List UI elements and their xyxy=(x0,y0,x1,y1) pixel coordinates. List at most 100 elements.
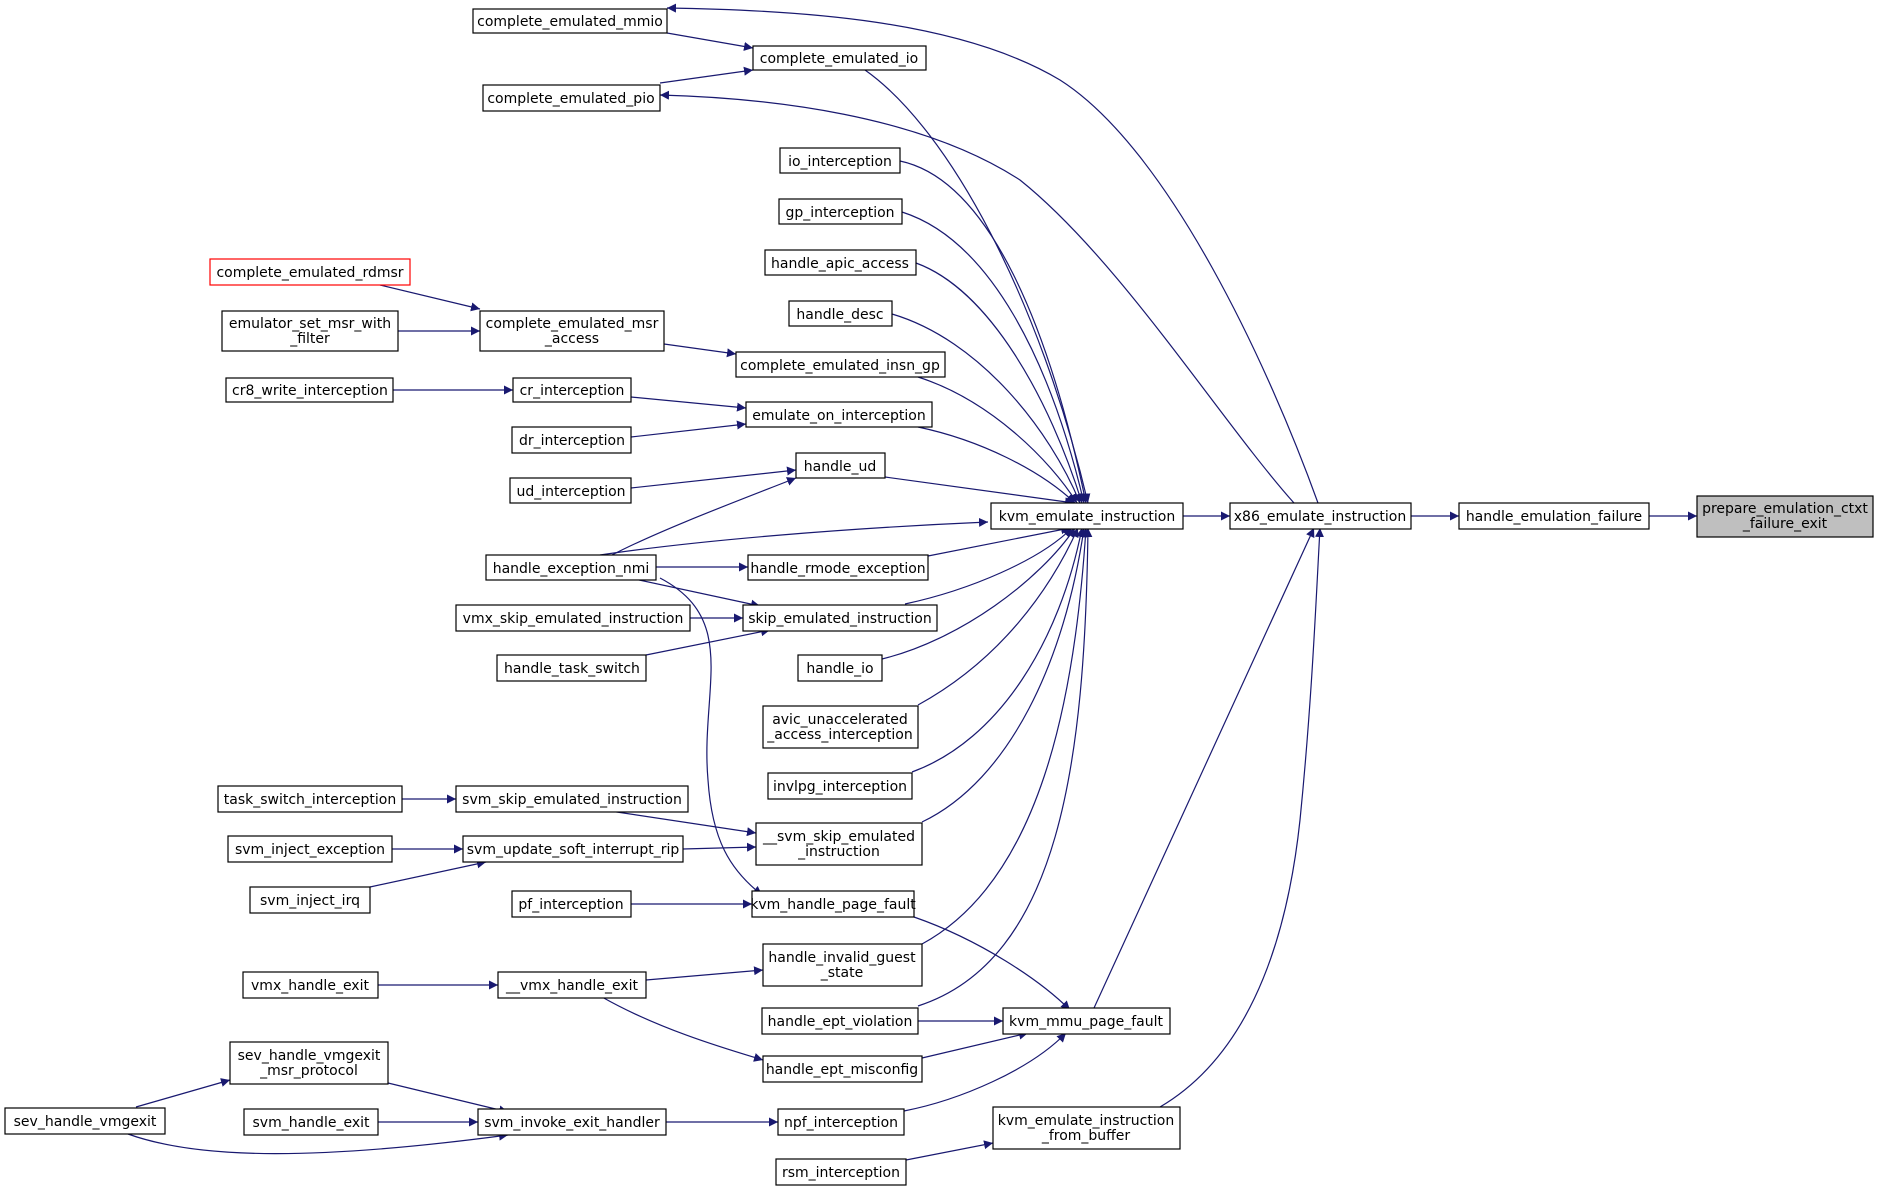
node-handle-rmode-exception[interactable]: handle_rmode_exception xyxy=(747,554,929,581)
node-task-switch-interception[interactable]: task_switch_interception xyxy=(217,785,403,813)
node-vmx-handle-exit[interactable]: vmx_handle_exit xyxy=(242,971,379,999)
node-label-line-2: _failure_exit xyxy=(1742,516,1828,532)
node-label: kvm_mmu_page_fault xyxy=(1009,1014,1163,1030)
node-label: handle_ept_misconfig xyxy=(766,1062,918,1078)
node-label: cr8_write_interception xyxy=(232,383,388,399)
node-handle-io[interactable]: handle_io xyxy=(797,654,883,682)
node-label: complete_emulated_insn_gp xyxy=(740,358,940,374)
edge-sevvmg-to-invoke xyxy=(127,1131,509,1155)
node-cr8-write-interception[interactable]: cr8_write_interception xyxy=(225,377,394,403)
edge-misconfig-to-mmu xyxy=(921,1030,1029,1059)
node-svm-skip-emulated-instruction[interactable]: svm_skip_emulated_instruction xyxy=(455,785,689,813)
node-kvm-mmu-page-fault[interactable]: kvm_mmu_page_fault xyxy=(1002,1007,1171,1035)
node-avic-unaccelerated-access-interception[interactable]: avic_unaccelerated _access_interception xyxy=(762,705,919,749)
edge-eptviol-to-kei xyxy=(917,527,1093,1007)
node-label-line-2: _filter xyxy=(289,331,330,347)
node-complete-emulated-pio[interactable]: complete_emulated_pio xyxy=(482,84,661,112)
node-prepare-emulation-ctxt-failure-exit[interactable]: prepare_emulation_ctxt _failure_exit xyxy=(1696,495,1874,538)
node-handle-desc[interactable]: handle_desc xyxy=(788,300,893,327)
node-label: pf_interception xyxy=(518,897,623,913)
node-sev-handle-vmgexit[interactable]: sev_handle_vmgexit xyxy=(4,1107,166,1135)
edge-__vmxhe-to-invguest xyxy=(645,966,764,981)
node-label-line-2: _instruction xyxy=(797,844,880,860)
node-label: cr_interception xyxy=(520,383,625,399)
node-dr-interception[interactable]: dr_interception xyxy=(511,426,632,454)
edge-dr-to-emulon xyxy=(630,420,747,438)
edge-iointc-to-kei xyxy=(899,160,1089,504)
node-__vmx-handle-exit[interactable]: __vmx_handle_exit xyxy=(497,971,647,999)
node-cr-interception[interactable]: cr_interception xyxy=(512,377,632,403)
node-complete-emulated-rdmsr[interactable]: complete_emulated_rdmsr xyxy=(209,258,411,286)
node-rsm-interception[interactable]: rsm_interception xyxy=(775,1158,907,1186)
node-handle-ept-violation[interactable]: handle_ept_violation xyxy=(761,1007,919,1035)
node-handle-ud[interactable]: handle_ud xyxy=(795,452,886,479)
node-label: dr_interception xyxy=(519,433,625,449)
edge-svmskip-to-__svmskip xyxy=(609,810,757,837)
edge-rdmsr-to-msracc xyxy=(379,284,481,312)
edge-invlpg-to-kei xyxy=(911,527,1085,773)
node-emulate-on-interception[interactable]: emulate_on_interception xyxy=(745,401,933,428)
node-invlpg-interception[interactable]: invlpg_interception xyxy=(767,772,913,800)
node-label: handle_ept_violation xyxy=(768,1014,913,1030)
node-label: vmx_skip_emulated_instruction xyxy=(463,611,684,627)
node-label: handle_emulation_failure xyxy=(1466,509,1642,525)
node-kvm-handle-page-fault[interactable]: kvm_handle_page_fault xyxy=(750,890,916,918)
node-label: vmx_handle_exit xyxy=(251,978,369,994)
node-__svm-skip-emulated-instruction[interactable]: __svm_skip_emulated _instruction xyxy=(755,822,923,866)
node-kvm-emulate-instruction[interactable]: kvm_emulate_instruction xyxy=(990,502,1184,530)
edge-sevvmg-to-sevmsr xyxy=(135,1078,231,1108)
edge-rmode-to-kei xyxy=(927,525,1071,557)
node-svm-invoke-exit-handler[interactable]: svm_invoke_exit_handler xyxy=(477,1108,667,1136)
node-handle-task-switch[interactable]: handle_task_switch xyxy=(496,654,647,682)
node-npf-interception[interactable]: npf_interception xyxy=(777,1108,905,1136)
node-label: skip_emulated_instruction xyxy=(748,611,931,627)
node-label: handle_desc xyxy=(796,307,883,323)
node-svm-inject-irq[interactable]: svm_inject_irq xyxy=(249,886,371,914)
node-label: svm_skip_emulated_instruction xyxy=(462,792,682,808)
node-handle-emulation-failure[interactable]: handle_emulation_failure xyxy=(1458,502,1650,530)
node-pf-interception[interactable]: pf_interception xyxy=(511,890,632,918)
node-vmx-skip-emulated-instruction[interactable]: vmx_skip_emulated_instruction xyxy=(455,604,691,632)
node-handle-invalid-guest-state[interactable]: handle_invalid_guest _state xyxy=(762,943,923,987)
node-label: svm_inject_exception xyxy=(235,842,385,858)
node-label: handle_task_switch xyxy=(504,661,640,677)
node-complete-emulated-io[interactable]: complete_emulated_io xyxy=(752,45,927,71)
node-complete-emulated-msr-access[interactable]: complete_emulated_msr _access xyxy=(479,310,665,352)
node-svm-handle-exit[interactable]: svm_handle_exit xyxy=(243,1108,379,1136)
edge-taskswitch-to-skip xyxy=(645,627,771,656)
node-kvm-emulate-instruction-from-buffer[interactable]: kvm_emulate_instruction _from_buffer xyxy=(992,1106,1181,1150)
node-ud-interception[interactable]: ud_interception xyxy=(509,477,632,504)
edge-cr-to-emulon xyxy=(630,396,747,412)
node-complete-emulated-insn-gp[interactable]: complete_emulated_insn_gp xyxy=(735,351,946,378)
edges xyxy=(127,3,1697,1161)
node-x86-emulate-instruction[interactable]: x86_emulate_instruction xyxy=(1229,502,1412,530)
edge-x86-to-pio xyxy=(659,90,1295,504)
node-handle-ept-misconfig[interactable]: handle_ept_misconfig xyxy=(762,1055,923,1083)
node-label: complete_emulated_rdmsr xyxy=(216,265,403,281)
edge-msracc-to-insngp xyxy=(663,343,737,358)
edge-gpintc-to-kei xyxy=(901,211,1087,504)
node-svm-inject-exception[interactable]: svm_inject_exception xyxy=(227,835,393,863)
edge-apic-to-kei xyxy=(915,262,1084,504)
node-svm-update-soft-interrupt-rip[interactable]: svm_update_soft_interrupt_rip xyxy=(462,835,684,863)
edge-npf-to-mmu xyxy=(903,1032,1067,1112)
node-label-line-1: emulator_set_msr_with xyxy=(229,316,391,332)
edge-insngp-to-kei xyxy=(917,376,1078,504)
node-emulator-set-msr-with-filter[interactable]: emulator_set_msr_with _filter xyxy=(221,310,399,352)
edge-desc-to-kei xyxy=(891,313,1081,504)
node-sev-handle-vmgexit-msr-protocol[interactable]: sev_handle_vmgexit _msr_protocol xyxy=(229,1041,389,1085)
node-handle-apic-access[interactable]: handle_apic_access xyxy=(764,249,917,276)
edge-invguest-to-kei xyxy=(921,527,1090,945)
edge-mmio-to-io xyxy=(666,32,754,51)
node-gp-interception[interactable]: gp_interception xyxy=(778,198,903,225)
node-label: complete_emulated_pio xyxy=(487,91,654,107)
node-label-line-2: _state xyxy=(820,965,863,981)
node-handle-exception-nmi[interactable]: handle_exception_nmi xyxy=(485,554,657,581)
node-complete-emulated-mmio[interactable]: complete_emulated_mmio xyxy=(472,8,668,34)
edge-kvmhpf-to-mmu xyxy=(913,916,1071,1011)
edge-mmu-to-x86 xyxy=(1093,527,1315,1009)
node-io-interception[interactable]: io_interception xyxy=(779,147,901,174)
node-skip-emulated-instruction[interactable]: skip_emulated_instruction xyxy=(742,604,938,632)
node-label: io_interception xyxy=(788,154,892,170)
